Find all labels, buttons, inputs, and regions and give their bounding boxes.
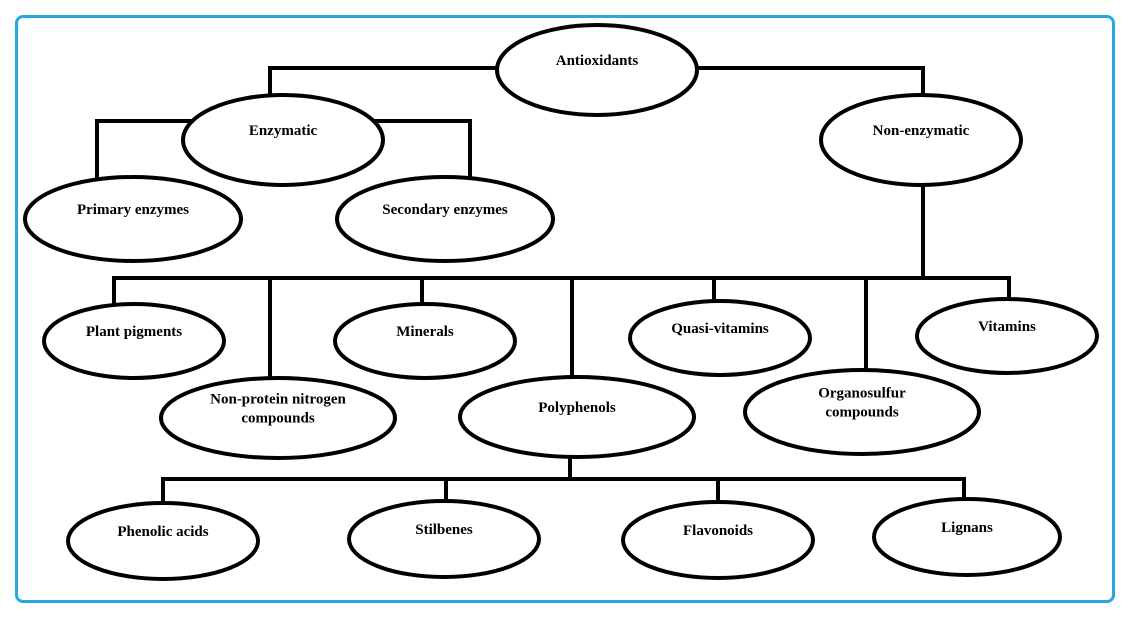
node-plant-pigments-label: Plant pigments	[86, 324, 182, 340]
node-phenolic-acids: Phenolic acids	[66, 501, 260, 581]
node-plant-pigments-ellipse	[42, 302, 226, 380]
node-flavonoids-ellipse	[621, 500, 815, 580]
node-enzymatic: Enzymatic	[181, 93, 385, 187]
node-antioxidants-label: Antioxidants	[556, 53, 639, 69]
node-antioxidants: Antioxidants	[495, 23, 699, 117]
node-stilbenes-ellipse	[347, 499, 541, 579]
node-lignans-label: Lignans	[941, 520, 993, 536]
connector-enzymatic-to-primary-enzymes	[95, 119, 195, 178]
node-quasi-vitamins: Quasi-vitamins	[628, 299, 812, 377]
node-non-protein-nitrogen-ellipse	[159, 376, 397, 460]
node-flavonoids: Flavonoids	[621, 500, 815, 580]
node-minerals: Minerals	[333, 302, 517, 380]
node-secondary-enzymes-label: Secondary enzymes	[382, 202, 508, 218]
node-lignans-ellipse	[872, 497, 1062, 577]
node-vitamins-ellipse	[915, 297, 1099, 375]
node-organosulfur-ellipse	[743, 368, 981, 456]
node-lignans: Lignans	[872, 497, 1062, 577]
node-antioxidants-ellipse	[495, 23, 699, 117]
node-non-enzymatic: Non-enzymatic	[819, 93, 1023, 187]
node-flavonoids-label: Flavonoids	[683, 523, 753, 539]
node-vitamins-label: Vitamins	[978, 319, 1036, 335]
node-non-protein-nitrogen-label: compounds	[241, 411, 315, 427]
connector-antioxidants-to-non-enzymatic	[697, 66, 925, 100]
node-non-enzymatic-label: Non-enzymatic	[873, 123, 970, 139]
node-phenolic-acids-label: Phenolic acids	[117, 524, 208, 540]
node-phenolic-acids-ellipse	[66, 501, 260, 581]
node-stilbenes: Stilbenes	[347, 499, 541, 579]
connector-non-enzymatic-to-vitamins	[923, 276, 1011, 299]
node-secondary-enzymes: Secondary enzymes	[335, 175, 555, 263]
node-quasi-vitamins-label: Quasi-vitamins	[671, 321, 769, 337]
node-organosulfur-label: Organosulfur	[818, 386, 906, 402]
node-non-enzymatic-ellipse	[819, 93, 1023, 187]
node-primary-enzymes-label: Primary enzymes	[77, 202, 189, 218]
node-polyphenols-ellipse	[458, 375, 696, 459]
node-non-protein-nitrogen: Non-protein nitrogen compounds	[159, 376, 397, 460]
node-secondary-enzymes-ellipse	[335, 175, 555, 263]
node-non-protein-nitrogen-label: Non-protein nitrogen	[210, 392, 346, 408]
connector-non-enzymatic-to-plant-pigments	[112, 185, 925, 304]
node-minerals-ellipse	[333, 302, 517, 380]
connector-polyphenols-to-phenolic-acids	[161, 457, 572, 503]
node-primary-enzymes-ellipse	[23, 175, 243, 263]
node-primary-enzymes: Primary enzymes	[23, 175, 243, 263]
connector-lines	[95, 66, 1011, 503]
node-organosulfur-label: compounds	[825, 405, 899, 421]
node-organosulfur: Organosulfur compounds	[743, 368, 981, 456]
node-plant-pigments: Plant pigments	[42, 302, 226, 380]
node-minerals-label: Minerals	[396, 324, 454, 340]
node-polyphenols-label: Polyphenols	[538, 400, 616, 416]
connector-enzymatic-to-secondary-enzymes	[370, 119, 472, 178]
node-quasi-vitamins-ellipse	[628, 299, 812, 377]
node-polyphenols: Polyphenols	[458, 375, 696, 459]
node-enzymatic-label: Enzymatic	[249, 123, 318, 139]
connector-antioxidants-to-enzymatic	[268, 66, 497, 105]
diagram-frame	[15, 15, 1115, 603]
connector-polyphenols-to-lignans	[570, 477, 966, 499]
node-stilbenes-label: Stilbenes	[415, 522, 473, 538]
node-vitamins: Vitamins	[915, 297, 1099, 375]
node-enzymatic-ellipse	[181, 93, 385, 187]
